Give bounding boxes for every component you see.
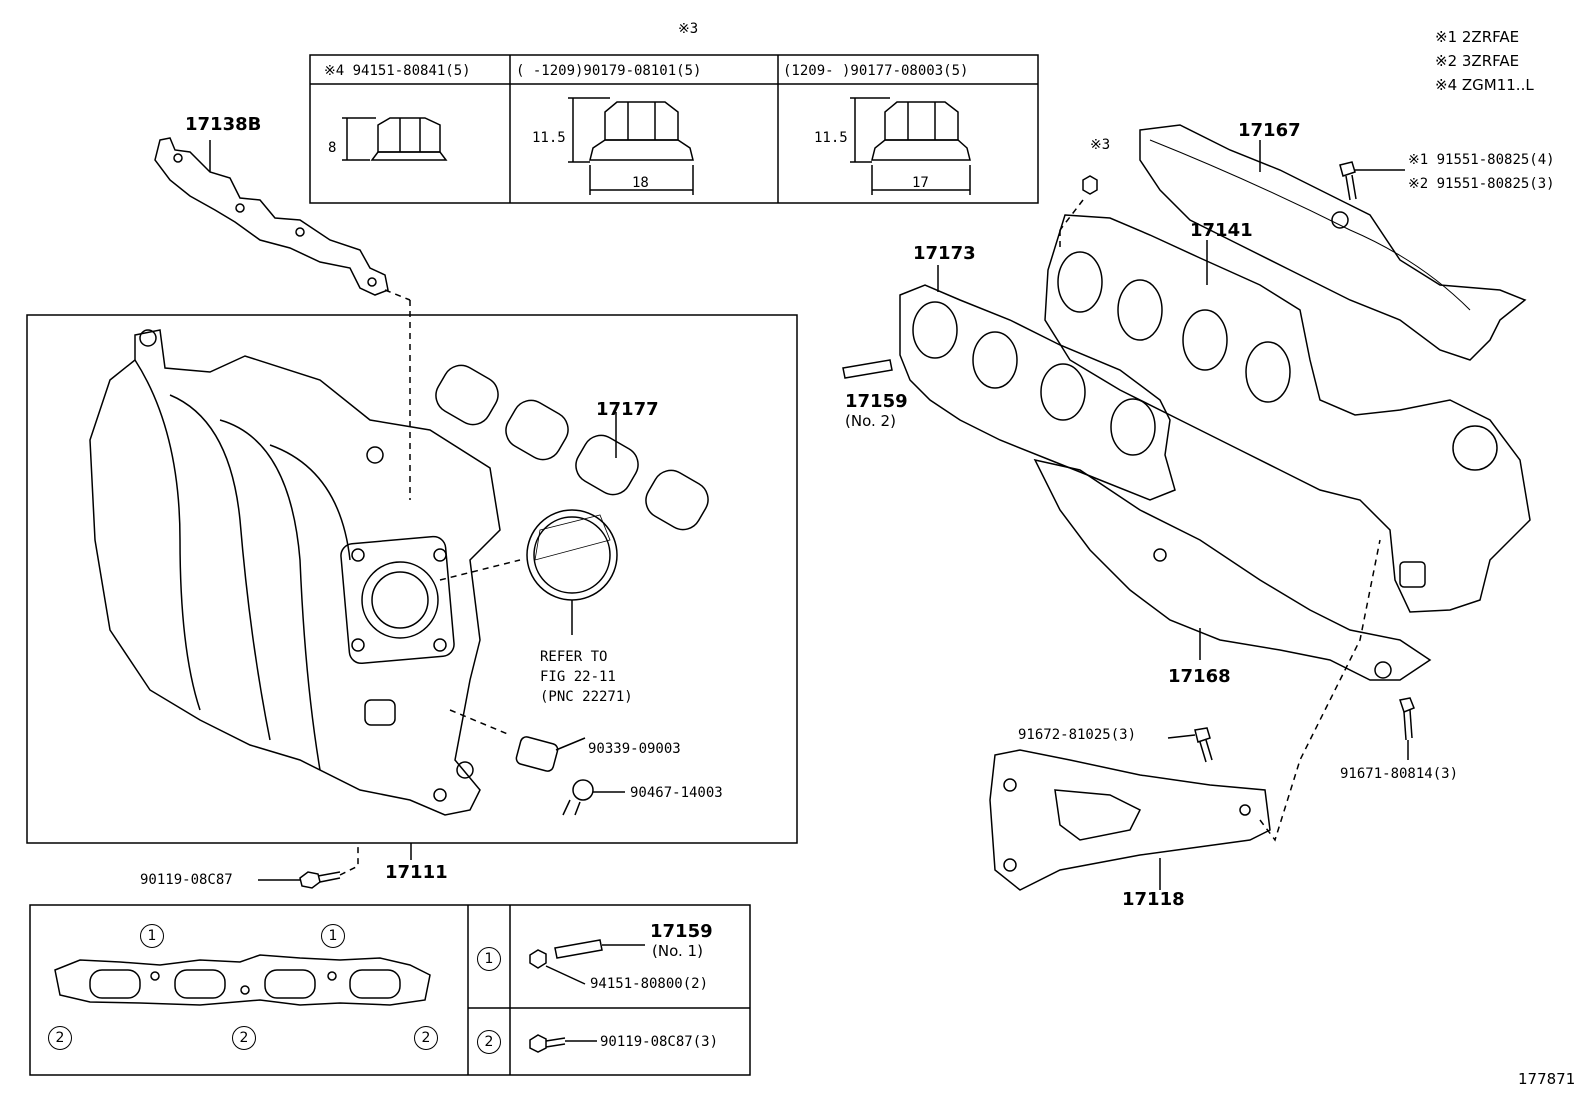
bolt-91671-drawing [1399, 697, 1415, 760]
nut-table-note: ※3 [678, 21, 699, 37]
bolt-90119-drawing [258, 843, 412, 889]
legend-1: ※1 2ZRFAE [1435, 28, 1520, 46]
marker-1-right: 1 [321, 924, 345, 948]
label-90119-08c87: 90119-08C87 [140, 872, 233, 888]
label-bolt-91551-1: ※1 91551-80825(4) [1408, 152, 1555, 168]
nut-col2-height: 11.5 [532, 130, 566, 146]
label-bolt-91551-2: ※2 91551-80825(3) [1408, 176, 1555, 192]
hose-clamp-90467-drawing [562, 779, 625, 816]
nut-94151-80841-drawing [342, 117, 448, 161]
marker-2-left: 2 [48, 1026, 72, 1050]
intake-manifold-frame [26, 314, 798, 844]
inset-box [29, 904, 751, 1076]
label-90467-14003: 90467-14003 [630, 785, 723, 801]
nut-90179-08101-drawing [568, 97, 694, 195]
refer-line-2: FIG 22-11 [540, 669, 616, 685]
label-90339-09003: 90339-09003 [588, 741, 681, 757]
bracket-17118-drawing [989, 539, 1381, 891]
nut-col3-width: 17 [912, 175, 929, 191]
intake-manifold-17111-drawing [89, 329, 521, 816]
marker-2-center: 2 [232, 1026, 256, 1050]
label-17118: 17118 [1122, 889, 1185, 910]
label-17141: 17141 [1190, 220, 1253, 241]
label-91671-80814: 91671-80814(3) [1340, 766, 1459, 782]
nut-col1-height: 8 [328, 140, 337, 156]
marker-2-legend: 2 [477, 1030, 501, 1054]
nut-90177-08003-drawing [850, 97, 971, 195]
label-17173: 17173 [913, 243, 976, 264]
legend-2: ※2 3ZRFAE [1435, 52, 1520, 70]
throttle-gasket-drawing [526, 509, 618, 635]
marker-1-left: 1 [140, 924, 164, 948]
label-17167: 17167 [1238, 120, 1301, 141]
plug-90339-drawing [515, 736, 586, 772]
label-17159-no2: 17159 [845, 391, 908, 412]
bolt-91672-drawing [1167, 727, 1213, 763]
stud-17159-drawing [842, 359, 893, 379]
bolt-91551-drawing [1339, 161, 1405, 201]
figure-id: 177871 [1518, 1070, 1576, 1088]
label-17111: 17111 [385, 862, 448, 883]
label-17159-no1: 17159 [650, 921, 713, 942]
label-17138b: 17138B [185, 114, 262, 135]
gasket-17177-drawing [435, 364, 709, 531]
label-note3: ※3 [1090, 137, 1111, 153]
label-17159-no1-note: (No. 1) [652, 942, 703, 960]
nut-col2-width: 18 [632, 175, 649, 191]
nut-spec-table [309, 54, 1039, 204]
heat-insulator-17167-drawing [1139, 124, 1527, 361]
refer-line-3: (PNC 22271) [540, 689, 633, 705]
label-17168: 17168 [1168, 666, 1231, 687]
label-91672-81025: 91672-81025(3) [1018, 727, 1137, 743]
legend-4: ※4 ZGM11..L [1435, 76, 1534, 94]
nut-note3-drawing [1059, 175, 1098, 250]
label-90119-08c87-3: 90119-08C87(3) [600, 1034, 719, 1050]
marker-2-right: 2 [414, 1026, 438, 1050]
nut-col2-header: ( -1209)90179-08101(5) [516, 63, 702, 79]
marker-1-legend: 1 [477, 947, 501, 971]
label-94151-80800: 94151-80800(2) [590, 976, 709, 992]
gasket-17173-drawing [899, 265, 1176, 501]
heat-insulator-17168-drawing [1033, 458, 1432, 681]
refer-line-1: REFER TO [540, 649, 608, 665]
nut-col3-height: 11.5 [814, 130, 848, 146]
exhaust-manifold-17141-drawing [1044, 214, 1531, 613]
bracket-17138b-drawing [154, 137, 411, 500]
label-17177: 17177 [596, 399, 659, 420]
nut-col3-header: (1209- )90177-08003(5) [783, 63, 969, 79]
label-17159-no2-note: (No. 2) [845, 412, 896, 430]
nut-col1-header: ※4 94151-80841(5) [324, 63, 471, 79]
